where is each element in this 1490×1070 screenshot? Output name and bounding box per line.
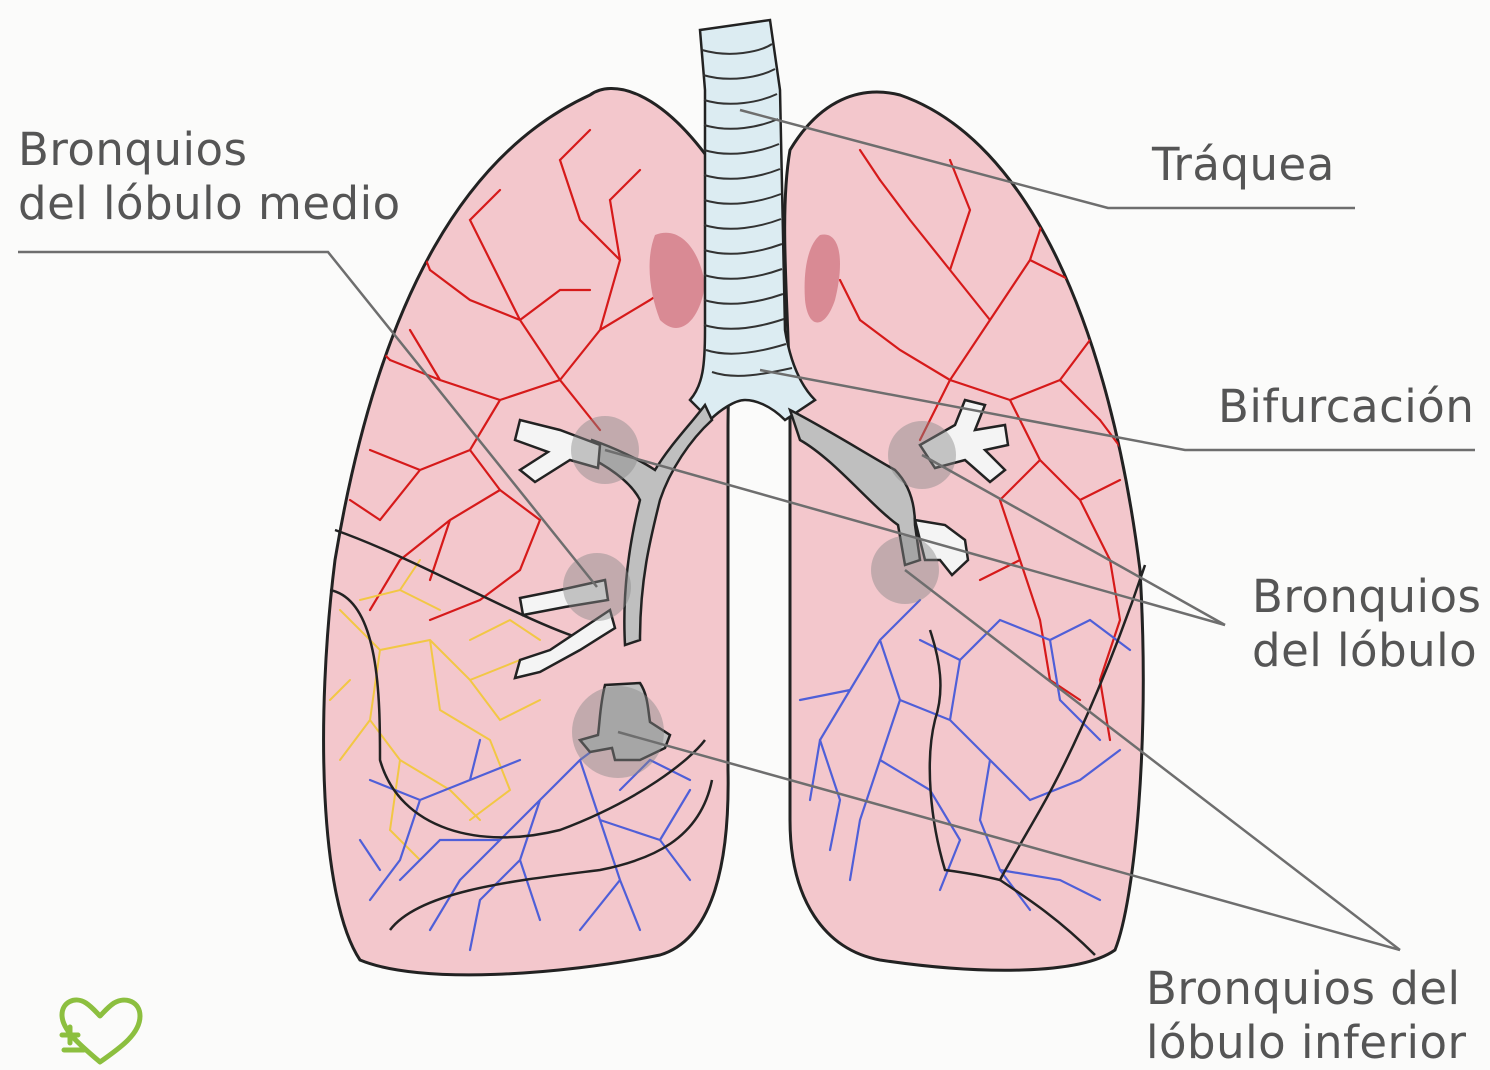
label-middle-lobe-line-2: del lóbulo medio xyxy=(18,177,401,231)
label-trachea-text: Tráquea xyxy=(1152,138,1335,192)
label-bifurcation-text: Bifurcación xyxy=(1218,380,1474,434)
label-lobe-bronchi-line-2: del lóbulo xyxy=(1252,624,1482,678)
left-lung xyxy=(785,92,1145,970)
label-lobe-bronchi: Bronquios del lóbulo xyxy=(1252,570,1482,678)
label-lobe-bronchi-line-1: Bronquios xyxy=(1252,570,1482,624)
heart-cross-logo-icon xyxy=(62,1000,140,1062)
label-lower-lobe-line-2: lóbulo inferior xyxy=(1146,1016,1467,1070)
label-middle-lobe-line-1: Bronquios xyxy=(18,123,401,177)
label-bifurcation: Bifurcación xyxy=(1218,380,1474,434)
left-lung-outline xyxy=(785,92,1144,970)
label-middle-lobe-bronchi: Bronquios del lóbulo medio xyxy=(18,123,401,231)
label-trachea: Tráquea xyxy=(1152,138,1335,192)
label-lower-lobe-line-1: Bronquios del xyxy=(1146,962,1467,1016)
label-lower-lobe-bronchi: Bronquios del lóbulo inferior xyxy=(1146,962,1467,1070)
